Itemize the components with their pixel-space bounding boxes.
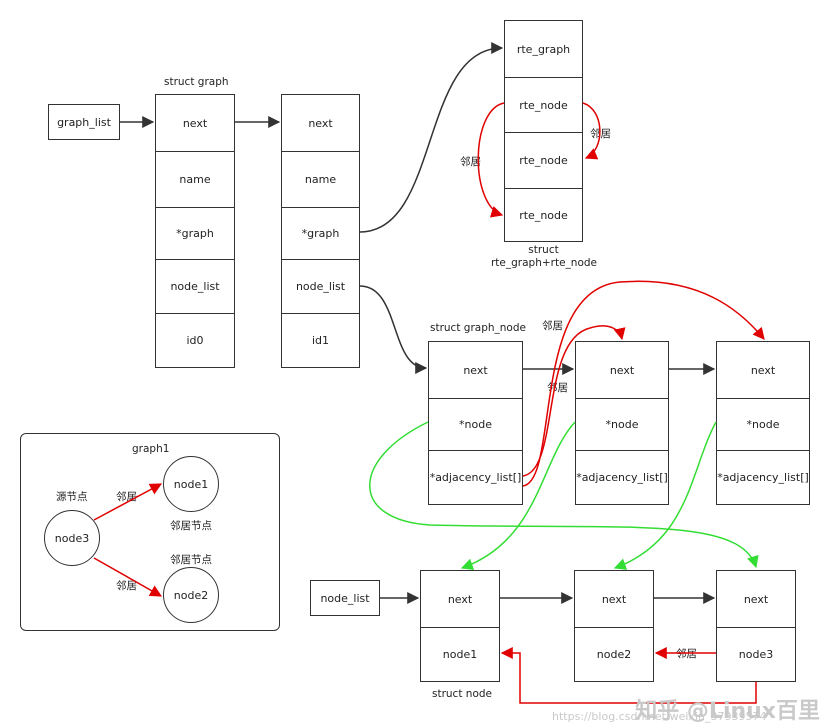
- gn-neighbor-label-2: 邻居: [547, 382, 568, 394]
- gn1-adjacency: *adjacency_list[]: [576, 450, 668, 504]
- gn1-node-ptr: *node: [576, 398, 668, 450]
- gn1-next: next: [609, 363, 635, 377]
- graph1-neighbor-node-label-2: 邻居节点: [170, 554, 212, 566]
- watermark: 知乎 @Linux百里: [635, 699, 820, 724]
- graph1-node1: node1: [163, 456, 219, 512]
- sn2-next: next: [743, 592, 769, 606]
- watermark-url: https://blog.csdn.net/weixin_37939574: [552, 710, 767, 723]
- rte-node-cell-2: rte_node: [505, 132, 582, 188]
- graph1-node2: node2: [163, 567, 219, 623]
- rte-neighbor-left-arrow: [477, 102, 505, 218]
- graph-list-label: graph_list: [57, 115, 111, 129]
- gn0-next: next: [463, 363, 488, 377]
- graph0-graph-ptr: *graph: [156, 207, 234, 259]
- struct-graph-node-label: struct graph_node: [430, 322, 526, 334]
- sn0-next: next: [447, 592, 473, 606]
- struct-graph-label: struct graph: [164, 76, 229, 88]
- node-list-box: node_list: [310, 580, 380, 616]
- graph1-struct: next name *graph node_list id1: [281, 94, 360, 368]
- rte-neighbor-left-label: 邻居: [460, 156, 481, 168]
- sn-neighbor-label: 邻居: [676, 648, 697, 660]
- graph0-name: name: [156, 151, 234, 207]
- gn-neighbor-label-1: 邻居: [542, 320, 563, 332]
- rte-node-cell-3: rte_node: [505, 188, 582, 241]
- rte-caption-line1: struct: [528, 244, 559, 256]
- graph-node-1: next *node *adjacency_list[]: [575, 341, 669, 505]
- graph1-id: id1: [282, 313, 359, 367]
- node-list-label: node_list: [320, 591, 370, 605]
- arrow-graph-ptr-to-rte: [359, 42, 504, 233]
- rte-neighbor-right-label: 邻居: [590, 128, 611, 140]
- gn0-node-ptr: *node: [429, 398, 522, 450]
- gn0-adjacency: *adjacency_list[]: [429, 450, 522, 504]
- rte-graph-cell: rte_graph: [516, 42, 571, 56]
- rte-struct: rte_graph rte_node rte_node rte_node: [504, 20, 583, 242]
- sn1-node2: node2: [575, 627, 653, 681]
- arrow-nodelist-to-graphnode: [359, 285, 428, 374]
- struct-node-2: next node3: [716, 570, 796, 682]
- graph-list-box: graph_list: [48, 104, 120, 140]
- sn2-node3: node3: [717, 627, 795, 681]
- graph0-next: next: [182, 116, 208, 130]
- struct-node-label: struct node: [432, 688, 492, 700]
- gn2-adjacency: *adjacency_list[]: [717, 450, 809, 504]
- sn0-node1: node1: [421, 627, 499, 681]
- gn2-next: next: [750, 363, 776, 377]
- rte-caption-line2: rte_graph+rte_node: [490, 257, 598, 269]
- graph1-edge-label-2: 邻居: [116, 580, 137, 592]
- graph-node-0: next *node *adjacency_list[]: [428, 341, 523, 505]
- graph1-panel-title: graph1: [132, 443, 170, 455]
- struct-node-1: next node2: [574, 570, 654, 682]
- graph-node-2: next *node *adjacency_list[]: [716, 341, 810, 505]
- graph1-edge-label-1: 邻居: [116, 491, 137, 503]
- graph1-node3: node3: [44, 510, 100, 566]
- graph1-source-label: 源节点: [56, 491, 88, 503]
- graph1-next: next: [308, 116, 333, 130]
- graph1-node3-label: node3: [54, 531, 90, 545]
- sn1-next: next: [601, 592, 627, 606]
- struct-node-0: next node1: [420, 570, 500, 682]
- graph0-id: id0: [156, 313, 234, 367]
- graph1-node2-label: node2: [173, 588, 209, 602]
- graph1-node-list: node_list: [282, 259, 359, 313]
- graph1-name: name: [282, 151, 359, 207]
- graph0-struct: next name *graph node_list id0: [155, 94, 235, 368]
- gn2-node-ptr: *node: [717, 398, 809, 450]
- graph1-node1-label: node1: [173, 477, 209, 491]
- graph1-neighbor-node-label-1: 邻居节点: [170, 520, 212, 532]
- rte-node-cell-1: rte_node: [505, 77, 582, 132]
- graph0-node-list: node_list: [156, 259, 234, 313]
- graph1-graph-ptr: *graph: [282, 207, 359, 259]
